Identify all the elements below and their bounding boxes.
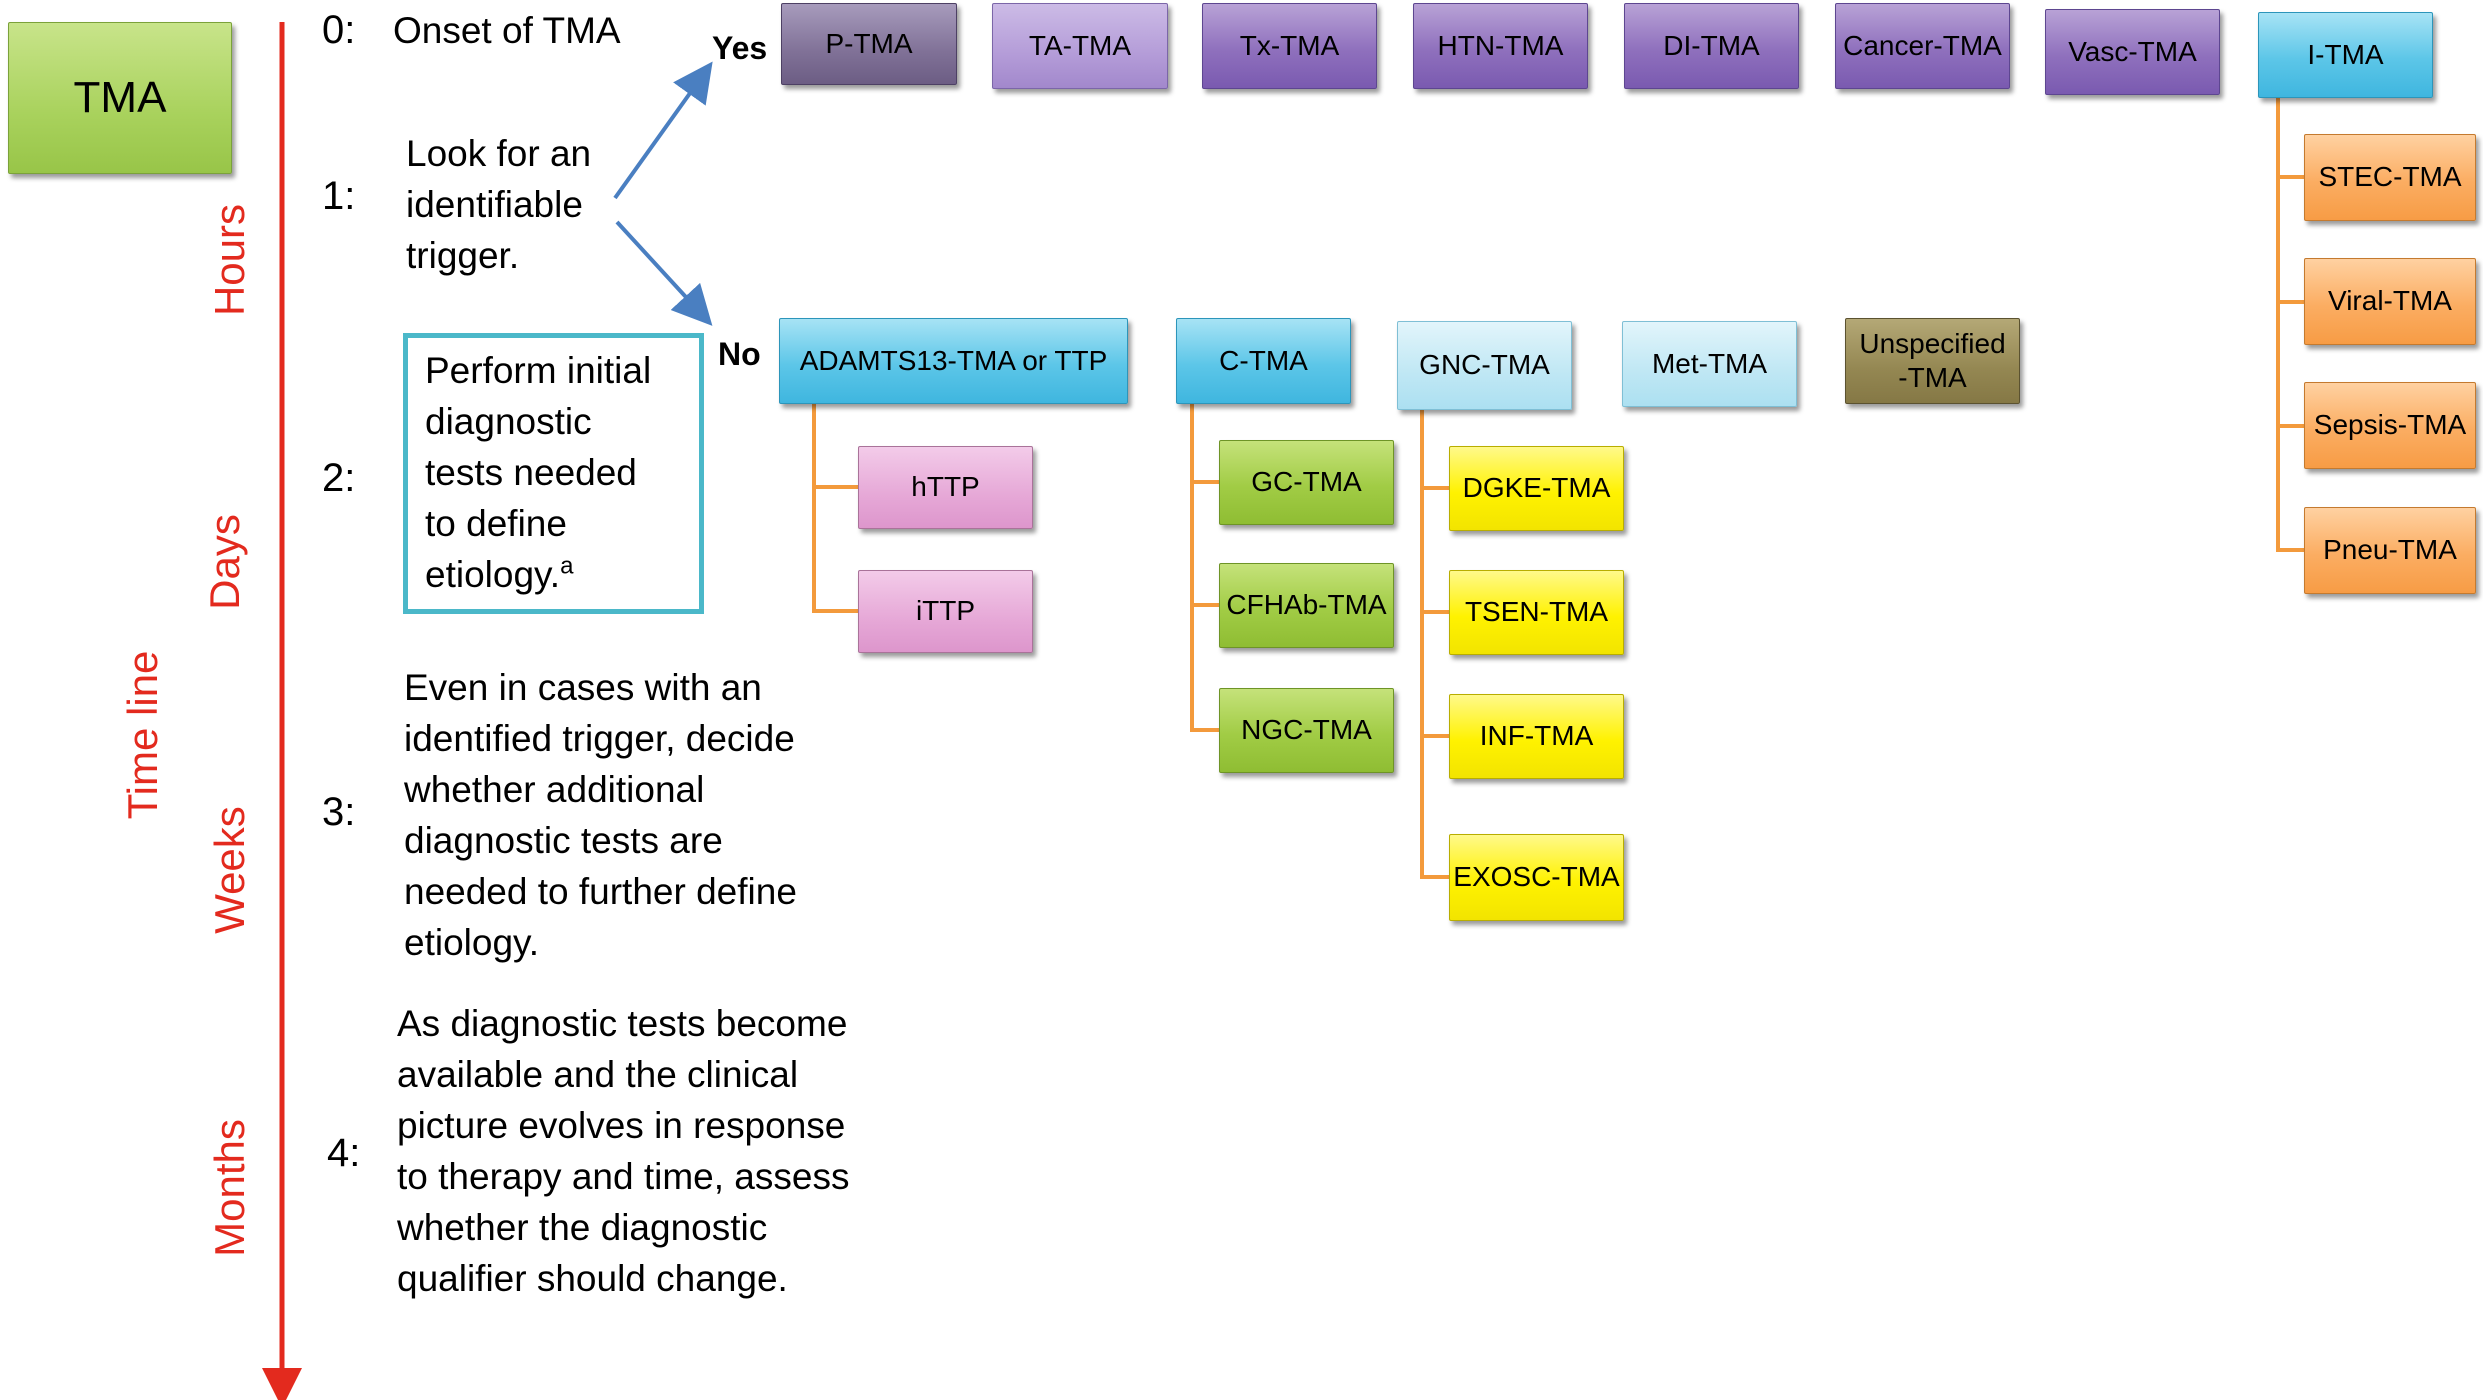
step-3-line: identified trigger, decide [404,718,795,759]
box-gc-tma: GC-TMA [1219,440,1394,525]
phase-weeks: Weeks [206,806,253,934]
yes-arrow [613,61,713,200]
step-1-number: 1: [322,174,356,218]
step-2-text: Perform initial diagnostic tests needed … [425,345,651,600]
no-arrow [615,220,713,326]
step-2-line-text: etiology. [425,554,561,595]
step-2-number: 2: [322,456,356,500]
step-4-line: picture evolves in response [397,1105,846,1146]
step-2-line: to define [425,503,567,544]
step-1-line: Look for an [406,133,592,174]
box-ittp: iTTP [858,570,1033,653]
step-3-line: needed to further define [404,871,797,912]
box-vasc-tma: Vasc-TMA [2045,9,2220,95]
box-cfhab-tma: CFHAb-TMA [1219,563,1394,648]
itma-connector [2276,98,2304,552]
box-unspecified-tma: Unspecified-TMA [1845,318,2020,404]
step-3-line: diagnostic tests are [404,820,723,861]
step-3-text: Even in cases with an identified trigger… [404,662,797,968]
box-ngc-tma: NGC-TMA [1219,688,1394,773]
box-cancer-tma: Cancer-TMA [1835,3,2010,89]
phase-months: Months [206,1119,253,1257]
step-1-line: trigger. [406,235,520,276]
step-2-line: Perform initial [425,350,652,391]
box-c-tma: C-TMA [1176,318,1351,404]
step-3-number: 3: [322,790,356,834]
step-4-line: As diagnostic tests become [397,1003,848,1044]
gnc-connector [1420,410,1449,879]
box-di-tma: DI-TMA [1624,3,1799,89]
box-dgke-tma: DGKE-TMA [1449,446,1624,531]
ttp-connector [812,404,858,613]
step-2-line: tests needed [425,452,637,493]
box-gnc-tma: GNC-TMA [1397,321,1572,410]
phase-hours: Hours [206,203,253,317]
box-htn-tma: HTN-TMA [1413,3,1588,89]
step-4-line: whether the diagnostic [397,1207,768,1248]
yes-label: Yes [712,30,768,66]
step-2-frame [403,333,704,614]
box-exosc-tma: EXOSC-TMA [1449,834,1624,921]
box-sepsis-tma: Sepsis-TMA [2304,382,2476,469]
box-ta-tma: TA-TMA [992,3,1168,89]
step-1-line: identifiable [406,184,583,225]
step-3-line: etiology. [404,922,540,963]
step-0-line: Onset of TMA [393,10,621,51]
step-3-line: whether additional [404,769,705,810]
step-2-line: etiology.a [425,549,651,600]
step-4-line: available and the clinical [397,1054,799,1095]
timeline-label: Time line [119,650,166,820]
no-label: No [718,336,761,372]
box-inf-tma: INF-TMA [1449,694,1624,779]
box-stec-tma: STEC-TMA [2304,134,2476,221]
box-p-tma: P-TMA [781,3,957,85]
box-tx-tma: Tx-TMA [1202,3,1377,89]
box-tsen-tma: TSEN-TMA [1449,570,1624,655]
step-1-text: Look for an identifiable trigger. [406,128,591,281]
step-0-text: Onset of TMA [393,5,621,56]
box-met-tma: Met-TMA [1622,321,1797,407]
step-4-line: qualifier should change. [397,1258,788,1299]
ctma-connector [1190,404,1219,732]
phase-days: Days [201,514,248,610]
tma-title-box: TMA [8,22,232,174]
box-viral-tma: Viral-TMA [2304,258,2476,345]
box-http: hTTP [858,446,1033,529]
box-unspecified-label: Unspecified-TMA [1859,328,2006,393]
step-0-number: 0: [322,8,356,52]
tma-title-label: TMA [73,72,167,122]
step-4-number: 4: [327,1131,361,1175]
box-pneu-tma: Pneu-TMA [2304,507,2476,594]
step-4-line: to therapy and time, assess [397,1156,850,1197]
box-i-tma: I-TMA [2258,12,2433,98]
step-2-line: diagnostic [425,401,592,442]
step-4-text: As diagnostic tests become available and… [397,998,849,1304]
step-3-line: Even in cases with an [404,667,762,708]
footnote-marker: a [560,552,574,580]
box-adamts13-tma: ADAMTS13-TMA or TTP [779,318,1128,404]
